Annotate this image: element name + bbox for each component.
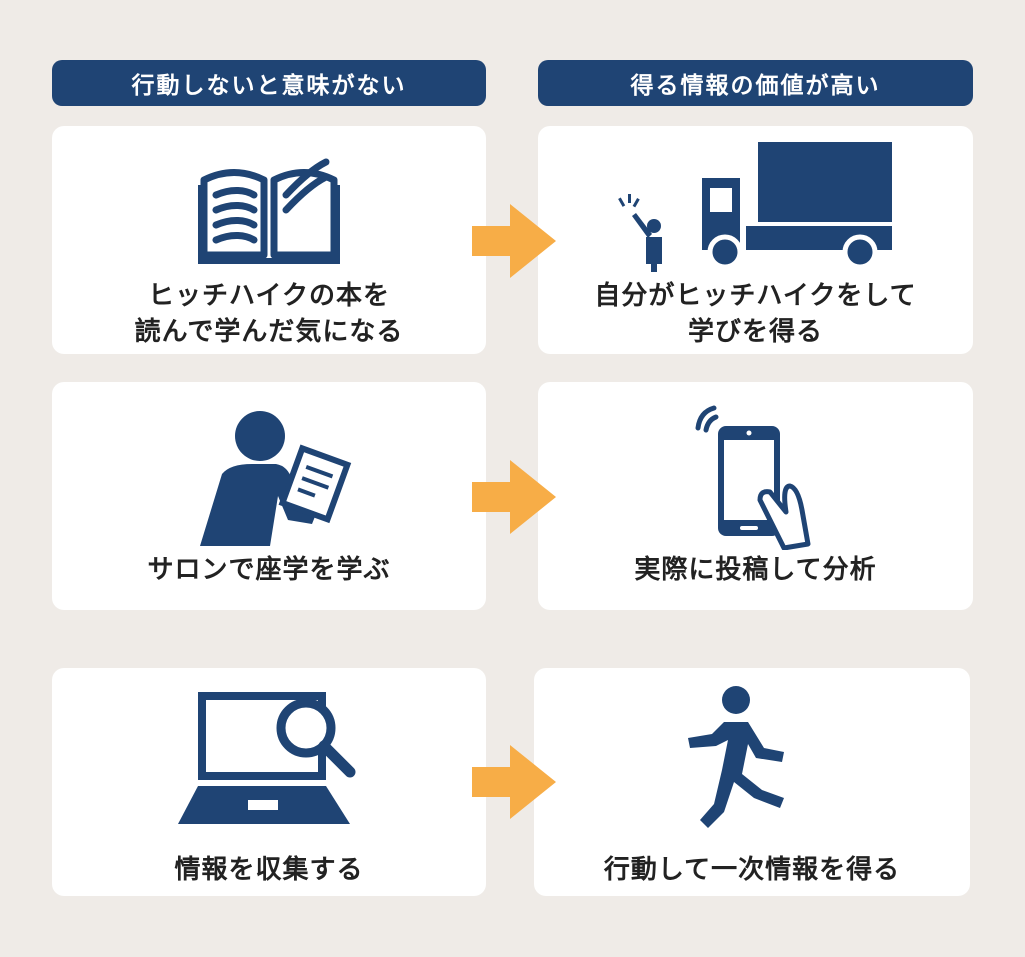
caption-hitchhike-line2: 学びを得る bbox=[687, 317, 823, 347]
hitchhiker-truck-icon bbox=[618, 142, 892, 272]
arrow-right-icon bbox=[472, 745, 556, 819]
caption-post: 実際に投稿して分析 bbox=[634, 555, 877, 585]
caption-act: 行動して一次情報を得る bbox=[603, 855, 901, 885]
person-writing-icon bbox=[200, 411, 352, 546]
caption-salon: サロンで座学を学ぶ bbox=[147, 555, 391, 585]
card-post: 実際に投稿して分析 bbox=[538, 382, 973, 610]
caption-book-line1: ヒッチハイクの本を bbox=[148, 281, 390, 311]
arrow-right-icon bbox=[472, 460, 556, 534]
caption-book: ヒッチハイクの本を 読んで学んだ気になる bbox=[52, 278, 486, 350]
caption-hitchhike: 自分がヒッチハイクをして 学びを得る bbox=[538, 278, 973, 350]
card-salon: サロンで座学を学ぶ bbox=[52, 382, 486, 610]
card-book: ヒッチハイクの本を 読んで学んだ気になる bbox=[52, 126, 486, 354]
caption-book-line2: 読んで学んだ気になる bbox=[134, 317, 404, 347]
caption-collect: 情報を収集する bbox=[174, 855, 364, 885]
card-hitchhike: 自分がヒッチハイクをして 学びを得る bbox=[538, 126, 973, 354]
card-act: 行動して一次情報を得る bbox=[534, 668, 970, 896]
card-collect: 情報を収集する bbox=[52, 668, 486, 896]
smartphone-icon bbox=[695, 405, 811, 550]
running-person-icon bbox=[688, 686, 784, 828]
header-right: 得る情報の価値が高い bbox=[538, 60, 973, 106]
caption-hitchhike-line1: 自分がヒッチハイクをして bbox=[594, 281, 917, 311]
laptop-search-icon bbox=[178, 692, 356, 824]
header-left: 行動しないと意味がない bbox=[52, 60, 486, 106]
open-book-icon bbox=[198, 158, 340, 264]
arrow-right-icon bbox=[472, 204, 556, 278]
